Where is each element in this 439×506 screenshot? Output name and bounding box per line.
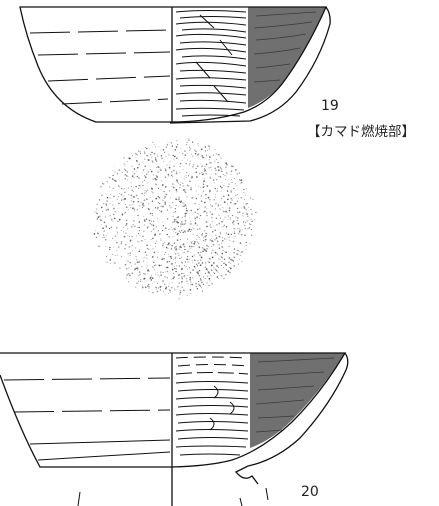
vessel-19-section-hatch (253, 11, 317, 83)
vessel-19 (19, 6, 331, 124)
figure-19-caption: 【カマド燃焼部】 (307, 124, 415, 140)
vessel-20-section-hatch (255, 357, 335, 433)
vessel-19-interior-marks (175, 10, 247, 117)
figure-20-number: 20 (301, 484, 319, 500)
vessel-19-outline (19, 6, 328, 123)
vessel-19-section-shading (248, 7, 326, 108)
vessel-19-wall-section (169, 6, 331, 124)
vessel-19-exterior-dashes (29, 29, 171, 105)
vessel-20-exterior-dashes (3, 377, 171, 413)
vessel-20 (0, 352, 349, 506)
vessel-20-outline (0, 352, 347, 468)
vessel-20-foot-stubs (77, 487, 269, 506)
vessel-20-interior-marks (175, 356, 249, 456)
vessel-20-wall-section (234, 352, 349, 485)
base-stipple-disk (92, 137, 257, 300)
figure-19-number: 19 (321, 98, 339, 114)
vessel-20-exterior-lines (29, 439, 171, 461)
